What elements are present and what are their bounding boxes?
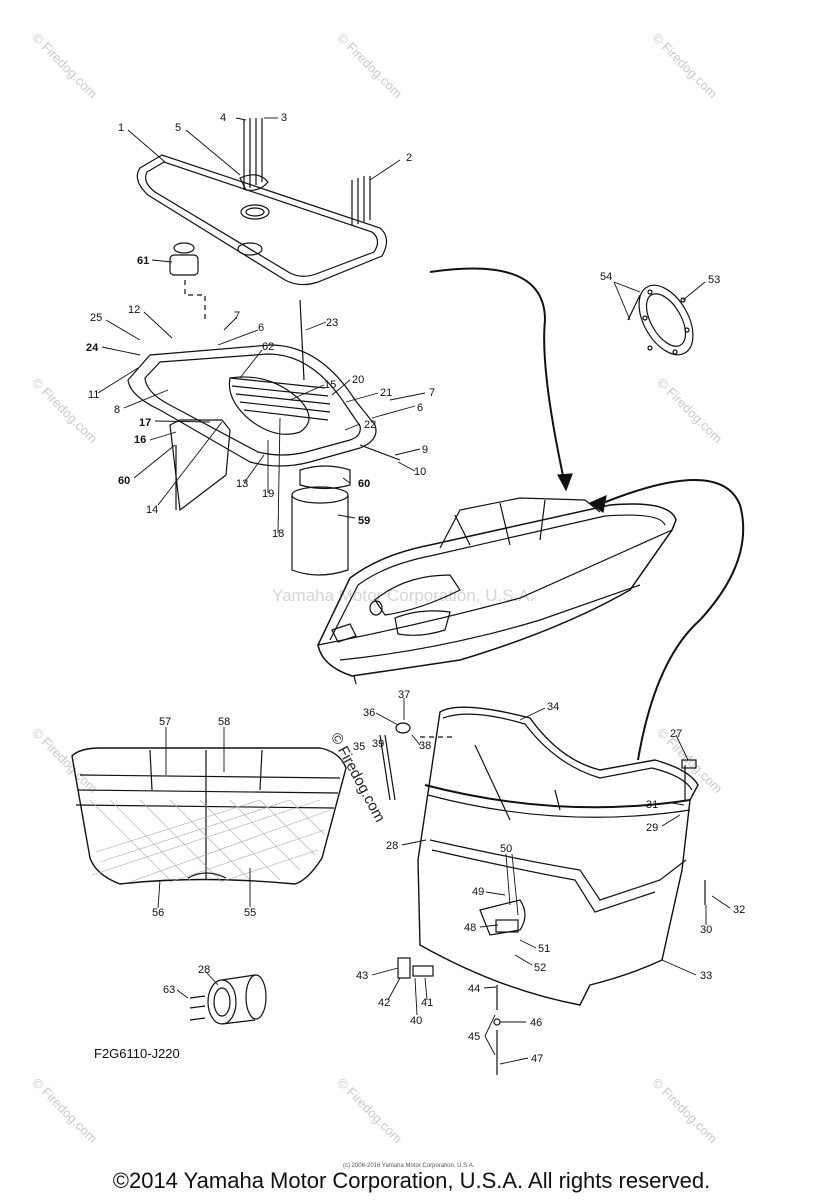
callout: 62 [262, 341, 274, 353]
callout: 28 [386, 840, 398, 852]
callout: 9 [422, 444, 428, 456]
callout: 35 [353, 741, 365, 753]
callout: 6 [258, 322, 264, 334]
center-watermark: Yamaha Motor Corporation, U.S.A. [272, 586, 535, 605]
callout: 58 [218, 716, 230, 728]
callout: 14 [146, 504, 158, 516]
callout: 61 [137, 255, 149, 267]
liner-tub [417, 706, 706, 1006]
callout: 6 [417, 402, 423, 414]
callout: 16 [134, 434, 146, 446]
callout: 47 [531, 1053, 543, 1065]
callout: 45 [468, 1031, 480, 1043]
latch-parts [379, 722, 455, 801]
callout: 56 [152, 907, 164, 919]
callout: 38 [419, 740, 431, 752]
callout: 46 [530, 1017, 542, 1029]
callout: 33 [700, 970, 712, 982]
callout: 25 [90, 312, 102, 324]
callout: 54 [600, 271, 612, 283]
callout: 7 [234, 310, 240, 322]
callout: 15 [324, 379, 336, 391]
callout: 7 [429, 387, 435, 399]
storage-bin [127, 299, 401, 576]
callout: 29 [646, 822, 658, 834]
callout: 31 [646, 799, 658, 811]
callout: 34 [547, 701, 559, 713]
callout: 4 [220, 112, 226, 124]
callout: 40 [410, 1015, 422, 1027]
callout: 18 [272, 528, 284, 540]
callout: 37 [398, 689, 410, 701]
callout: 8 [114, 404, 120, 416]
callout: 60 [358, 478, 370, 490]
callout: 59 [358, 515, 370, 527]
arrow-curve [429, 267, 566, 486]
leader-lines [97, 117, 731, 1065]
port-ring [627, 284, 694, 356]
boat [317, 497, 677, 685]
callout-labels: 1 2 3 4 5 61 54 53 25 12 7 23 24 6 62 11… [86, 112, 745, 1065]
callout: 1 [118, 122, 124, 134]
callout: 30 [700, 924, 712, 936]
callout: 21 [380, 387, 392, 399]
callout: 24 [86, 342, 99, 354]
diagram-code: F2G6110-J220 [94, 1046, 180, 1061]
arrow-head [557, 473, 573, 492]
callout: 44 [468, 983, 480, 995]
callout: 36 [363, 707, 375, 719]
callout: 17 [139, 417, 151, 429]
callout: 12 [128, 304, 140, 316]
callout: 48 [464, 922, 476, 934]
callout: 2 [406, 152, 412, 164]
callout: 51 [538, 943, 550, 955]
callout: 19 [262, 488, 274, 500]
callout: 60 [118, 475, 130, 487]
callout: 52 [534, 962, 546, 974]
hatch-cover [136, 118, 388, 286]
callout: 23 [326, 317, 338, 329]
callout: 41 [421, 997, 433, 1009]
callout: 57 [159, 716, 171, 728]
latch-part [169, 242, 206, 320]
callout: 42 [378, 997, 390, 1009]
arrow-curve [597, 479, 745, 761]
callout: 39 [372, 738, 384, 750]
callout: 63 [163, 984, 175, 996]
callout: 28 [198, 964, 210, 976]
seat-cushion [71, 747, 347, 885]
callout: 43 [356, 970, 368, 982]
callout: 55 [244, 907, 256, 919]
callout: 10 [414, 466, 426, 478]
callout: 49 [472, 886, 484, 898]
callout: 5 [175, 122, 181, 134]
callout: 3 [281, 112, 287, 124]
callout: 32 [733, 904, 745, 916]
callout: 53 [708, 274, 720, 286]
vent-parts [189, 974, 267, 1025]
small-copyright: (c) 2006-2016 Yamaha Motor Corporation, … [343, 1163, 475, 1169]
callout: 22 [364, 419, 376, 431]
callout: 27 [670, 728, 682, 740]
callout: 13 [236, 478, 248, 490]
callout: 20 [352, 374, 364, 386]
copyright-notice: ©2014 Yamaha Motor Corporation, U.S.A. A… [112, 1168, 711, 1193]
callout: 11 [88, 389, 99, 401]
callout: 50 [500, 843, 512, 855]
